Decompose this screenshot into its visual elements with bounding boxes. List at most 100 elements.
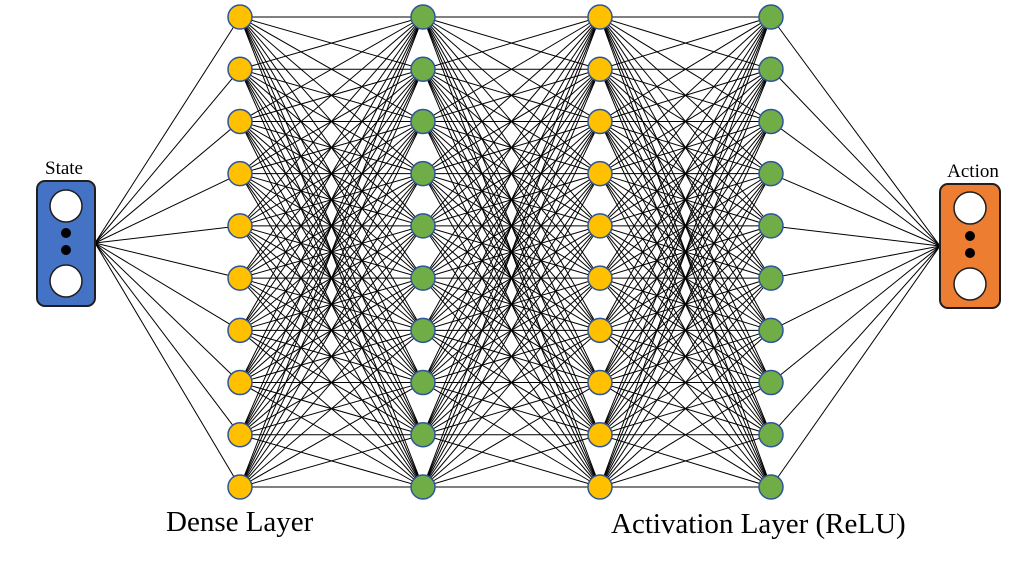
state-label: State [45,158,83,179]
connection-line [239,69,424,488]
state-input-box: State [36,158,96,307]
connection-line [239,225,424,488]
neuron [758,265,784,291]
connection-line [770,121,941,247]
neuron [587,160,613,187]
connection-line [239,382,424,488]
connection-line [94,242,241,331]
connection-line [422,16,601,488]
connection-line [422,16,601,175]
connection-line [239,434,424,488]
connection-line [239,16,424,383]
neuron [758,474,784,500]
neuron [758,4,784,30]
connection-line [770,245,941,279]
connection-line [239,16,424,175]
connection-line [94,242,241,488]
neuron [587,56,613,82]
connection-line [239,173,424,488]
connection-line [770,16,941,247]
connection-line [599,225,772,488]
state-ellipsis-dot [61,245,71,255]
connection-line [770,245,941,436]
connection-line [599,382,772,488]
neuron [758,108,784,135]
neuron [587,317,613,344]
connection-line [770,68,941,247]
neuron [410,160,436,187]
connection-line [94,68,241,244]
neuron [410,474,436,500]
neuron [227,474,253,500]
neuron [227,317,253,344]
connection-line [94,173,241,244]
dense-layer-3 [587,4,613,500]
neuron [227,213,253,239]
connection-line [239,329,424,488]
connection-line [94,121,241,244]
neuron [758,422,784,448]
connection-line [422,173,601,488]
connection-line [422,121,601,488]
connection-line [599,16,772,279]
connection-line [599,16,772,175]
connection-line [94,242,241,383]
neuron [410,56,436,82]
action-ellipsis-dot [965,231,975,241]
connection-line [599,16,772,331]
connection-line [599,16,772,435]
connection-line [770,245,941,331]
neuron [587,369,613,396]
connection-line [239,16,424,435]
connection-line [239,16,424,279]
connection-line [599,69,772,488]
neuron [758,56,784,82]
connection-line [94,16,241,244]
state-input-node-bottom [49,264,83,298]
neuron [587,265,613,291]
connection-line [239,16,424,122]
connection-line [422,382,601,488]
neuron [758,213,784,239]
neuron-layers [227,4,784,500]
dense-layer-caption: Dense Layer [166,506,314,538]
activation-layer-4 [758,4,784,500]
connection-line [94,225,241,244]
connection-line [94,242,241,436]
neuron [758,317,784,344]
neuron [758,369,784,396]
connection-line [599,121,772,488]
state-ellipsis-dot [61,228,71,238]
neuron [587,4,613,30]
neuron [587,213,613,239]
neuron [410,422,436,448]
neuron [587,422,613,448]
connection-line [599,16,772,122]
neuron [227,108,253,135]
action-label: Action [947,161,999,182]
connection-line [599,16,772,227]
neuron [227,422,253,448]
neuron [410,369,436,396]
connection-line [239,16,424,70]
action-output-node-bottom [953,267,987,301]
neuron [227,56,253,82]
connection-line [422,69,601,488]
neuron [227,265,253,291]
connection-line [770,245,941,383]
dense-layer-1 [227,4,253,500]
neuron [587,474,613,500]
connection-line [422,277,601,488]
connection-line [422,225,601,488]
connection-line [599,434,772,488]
connection-line [239,16,424,227]
neuron [410,317,436,344]
connection-line [422,16,601,279]
activation-layer-2 [410,4,436,500]
action-output-box: Action [939,161,1001,309]
connection-line [239,16,424,488]
neuron [410,213,436,239]
connection-line [422,16,601,383]
connection-line [239,277,424,488]
